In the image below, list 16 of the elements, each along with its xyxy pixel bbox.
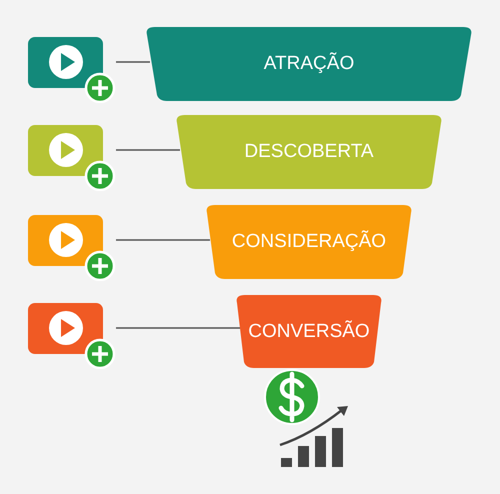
stage-label: CONSIDERAÇÃO bbox=[232, 231, 386, 252]
connector-line bbox=[116, 239, 210, 241]
connector-line bbox=[116, 327, 240, 329]
stage-label: ATRAÇÃO bbox=[264, 53, 354, 74]
funnel-stage bbox=[175, 115, 443, 189]
connector-line bbox=[116, 149, 180, 151]
video-add-icon bbox=[28, 303, 116, 369]
funnel-stage bbox=[145, 27, 473, 101]
connector-line bbox=[116, 61, 150, 63]
video-add-icon bbox=[28, 215, 116, 281]
funnel-stage bbox=[235, 295, 383, 368]
funnel-stage bbox=[205, 205, 413, 279]
video-add-icon bbox=[28, 37, 116, 103]
stage-label: CONVERSÃO bbox=[248, 320, 370, 342]
video-add-icon bbox=[28, 125, 116, 191]
stage-label: DESCOBERTA bbox=[244, 141, 374, 162]
